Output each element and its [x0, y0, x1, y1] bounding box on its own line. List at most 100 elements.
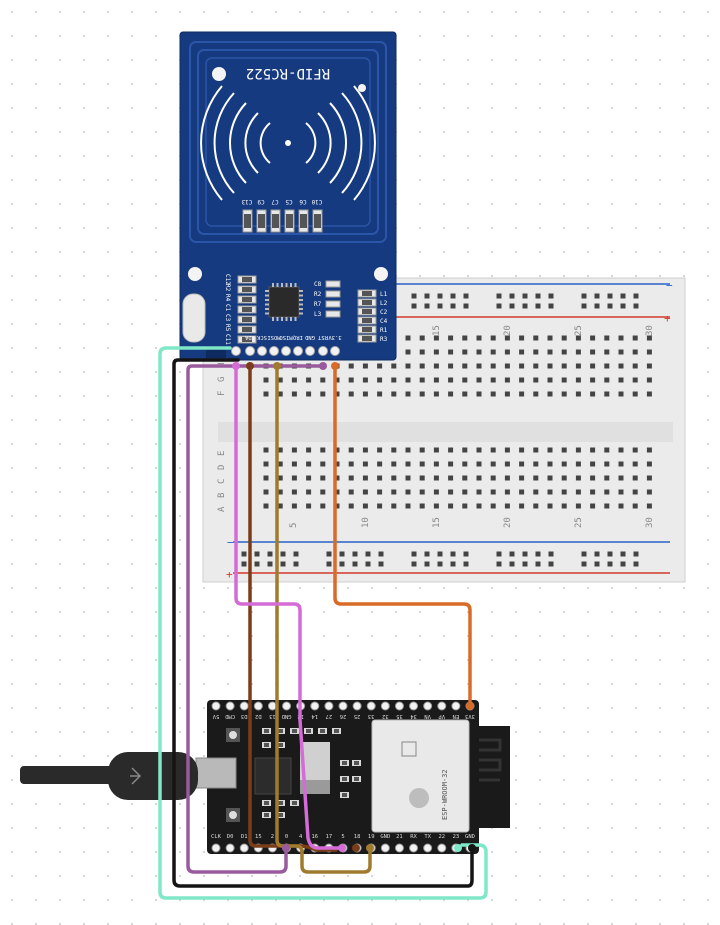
breadboard-hole[interactable] [448, 391, 454, 397]
breadboard-hole[interactable] [476, 335, 482, 341]
breadboard-hole[interactable] [462, 349, 468, 355]
breadboard-hole[interactable] [618, 503, 624, 509]
breadboard-hole[interactable] [462, 335, 468, 341]
wire-3v3[interactable] [158, 346, 488, 900]
breadboard-hole[interactable] [504, 363, 510, 369]
breadboard-hole[interactable] [590, 447, 596, 453]
rail-hole[interactable] [581, 551, 587, 557]
breadboard-hole[interactable] [348, 391, 354, 397]
rail-hole[interactable] [607, 561, 613, 567]
rail-hole[interactable] [326, 561, 332, 567]
breadboard-hole[interactable] [632, 349, 638, 355]
breadboard-hole[interactable] [490, 377, 496, 383]
rail-hole[interactable] [548, 303, 554, 309]
breadboard-hole[interactable] [533, 335, 539, 341]
breadboard-hole[interactable] [377, 363, 383, 369]
breadboard-hole[interactable] [504, 335, 510, 341]
breadboard-hole[interactable] [448, 475, 454, 481]
esp32-pin[interactable] [380, 701, 390, 711]
breadboard-hole[interactable] [362, 475, 368, 481]
breadboard-hole[interactable] [277, 503, 283, 509]
rail-hole[interactable] [522, 561, 528, 567]
breadboard-hole[interactable] [377, 475, 383, 481]
breadboard-hole[interactable] [263, 447, 269, 453]
breadboard-hole[interactable] [419, 335, 425, 341]
breadboard-hole[interactable] [561, 349, 567, 355]
breadboard-hole[interactable] [348, 489, 354, 495]
breadboard-hole[interactable] [405, 377, 411, 383]
rail-hole[interactable] [607, 293, 613, 299]
breadboard-hole[interactable] [533, 377, 539, 383]
breadboard-hole[interactable] [533, 363, 539, 369]
esp32-pin[interactable] [253, 701, 263, 711]
breadboard-hole[interactable] [433, 391, 439, 397]
breadboard-hole[interactable] [519, 335, 525, 341]
breadboard-hole[interactable] [277, 377, 283, 383]
breadboard-hole[interactable] [419, 503, 425, 509]
breadboard-hole[interactable] [490, 475, 496, 481]
breadboard-hole[interactable] [632, 335, 638, 341]
rail-hole[interactable] [411, 561, 417, 567]
breadboard-hole[interactable] [504, 503, 510, 509]
breadboard-hole[interactable] [362, 363, 368, 369]
wire-end[interactable] [338, 844, 346, 852]
wire-end[interactable] [282, 844, 290, 852]
breadboard-hole[interactable] [618, 461, 624, 467]
breadboard-hole[interactable] [348, 363, 354, 369]
breadboard-hole[interactable] [604, 391, 610, 397]
breadboard-hole[interactable] [561, 503, 567, 509]
breadboard-hole[interactable] [263, 489, 269, 495]
breadboard-hole[interactable] [618, 377, 624, 383]
breadboard-hole[interactable] [490, 489, 496, 495]
breadboard-hole[interactable] [604, 503, 610, 509]
breadboard-hole[interactable] [618, 349, 624, 355]
rail-hole[interactable] [633, 561, 639, 567]
wire-end[interactable] [468, 844, 476, 852]
breadboard-hole[interactable] [618, 475, 624, 481]
esp32-pin[interactable] [409, 843, 419, 853]
rail-hole[interactable] [424, 551, 430, 557]
breadboard-hole[interactable] [590, 391, 596, 397]
rail-hole[interactable] [437, 303, 443, 309]
rail-hole[interactable] [450, 561, 456, 567]
breadboard-hole[interactable] [490, 503, 496, 509]
breadboard-hole[interactable] [320, 489, 326, 495]
breadboard-hole[interactable] [547, 335, 553, 341]
esp32-pin[interactable] [239, 701, 249, 711]
rail-hole[interactable] [450, 303, 456, 309]
breadboard-hole[interactable] [377, 447, 383, 453]
breadboard-hole[interactable] [391, 503, 397, 509]
rail-hole[interactable] [548, 561, 554, 567]
breadboard-hole[interactable] [306, 391, 312, 397]
breadboard-hole[interactable] [646, 363, 652, 369]
wire-end[interactable] [232, 362, 240, 370]
breadboard-hole[interactable] [476, 363, 482, 369]
rfid-pin[interactable] [305, 346, 315, 356]
esp32-pin[interactable] [437, 843, 447, 853]
breadboard-hole[interactable] [476, 391, 482, 397]
breadboard-hole[interactable] [306, 475, 312, 481]
breadboard-hole[interactable] [277, 489, 283, 495]
breadboard-hole[interactable] [590, 363, 596, 369]
breadboard-hole[interactable] [448, 461, 454, 467]
breadboard-hole[interactable] [419, 363, 425, 369]
rail-hole[interactable] [293, 551, 299, 557]
breadboard-hole[interactable] [590, 335, 596, 341]
breadboard-hole[interactable] [490, 447, 496, 453]
breadboard-hole[interactable] [334, 377, 340, 383]
rail-hole[interactable] [424, 561, 430, 567]
breadboard-hole[interactable] [632, 363, 638, 369]
rail-hole[interactable] [509, 293, 515, 299]
breadboard-hole[interactable] [646, 503, 652, 509]
breadboard-hole[interactable] [306, 447, 312, 453]
rail-hole[interactable] [594, 551, 600, 557]
breadboard-hole[interactable] [519, 349, 525, 355]
esp32-pin[interactable] [366, 701, 376, 711]
breadboard-hole[interactable] [632, 447, 638, 453]
breadboard-hole[interactable] [646, 489, 652, 495]
breadboard-hole[interactable] [632, 489, 638, 495]
breadboard-hole[interactable] [448, 377, 454, 383]
breadboard-hole[interactable] [519, 503, 525, 509]
breadboard-hole[interactable] [618, 489, 624, 495]
rail-hole[interactable] [535, 561, 541, 567]
